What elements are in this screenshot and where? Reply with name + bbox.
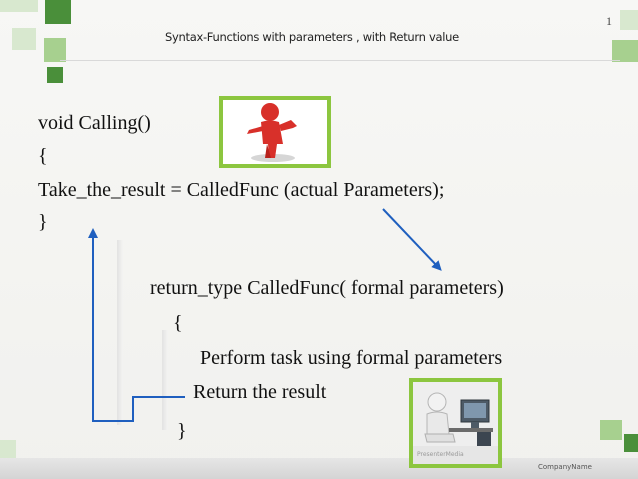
code-line: Perform task using formal parameters <box>200 347 503 369</box>
decor-square <box>620 10 638 30</box>
computer-user-picture: PresenterMedia <box>409 378 502 468</box>
slide-number: 1 <box>606 14 612 28</box>
decor-square <box>0 0 38 12</box>
decor-square <box>12 28 36 50</box>
decor-square <box>612 40 638 62</box>
decor-square <box>44 38 66 62</box>
decor-square <box>0 440 16 458</box>
code-line: void Calling() <box>38 112 151 134</box>
header-divider <box>60 60 620 61</box>
shadow-line <box>117 240 123 425</box>
code-line: return_type CalledFunc( formal parameter… <box>150 277 504 299</box>
code-line: Return the result <box>193 381 327 403</box>
slide-title: Syntax-Functions with parameters , with … <box>165 30 459 44</box>
computer-user-icon: PresenterMedia <box>413 392 498 464</box>
decor-square <box>600 420 622 440</box>
call-arrow <box>382 208 442 271</box>
decor-square <box>47 67 63 83</box>
red-person-picture <box>219 96 331 168</box>
code-line: { <box>38 145 48 167</box>
company-name: CompanyName <box>538 463 592 471</box>
code-line: } <box>177 420 187 442</box>
decor-square <box>624 434 638 452</box>
decor-square <box>45 0 71 24</box>
code-line: } <box>38 211 48 233</box>
code-line: Take_the_result = CalledFunc (actual Par… <box>38 179 445 201</box>
watermark-text: PresenterMedia <box>417 451 464 458</box>
shadow-line <box>162 330 168 430</box>
red-person-icon <box>247 103 297 162</box>
code-line: { <box>173 312 183 334</box>
return-arrow-path <box>88 228 185 422</box>
